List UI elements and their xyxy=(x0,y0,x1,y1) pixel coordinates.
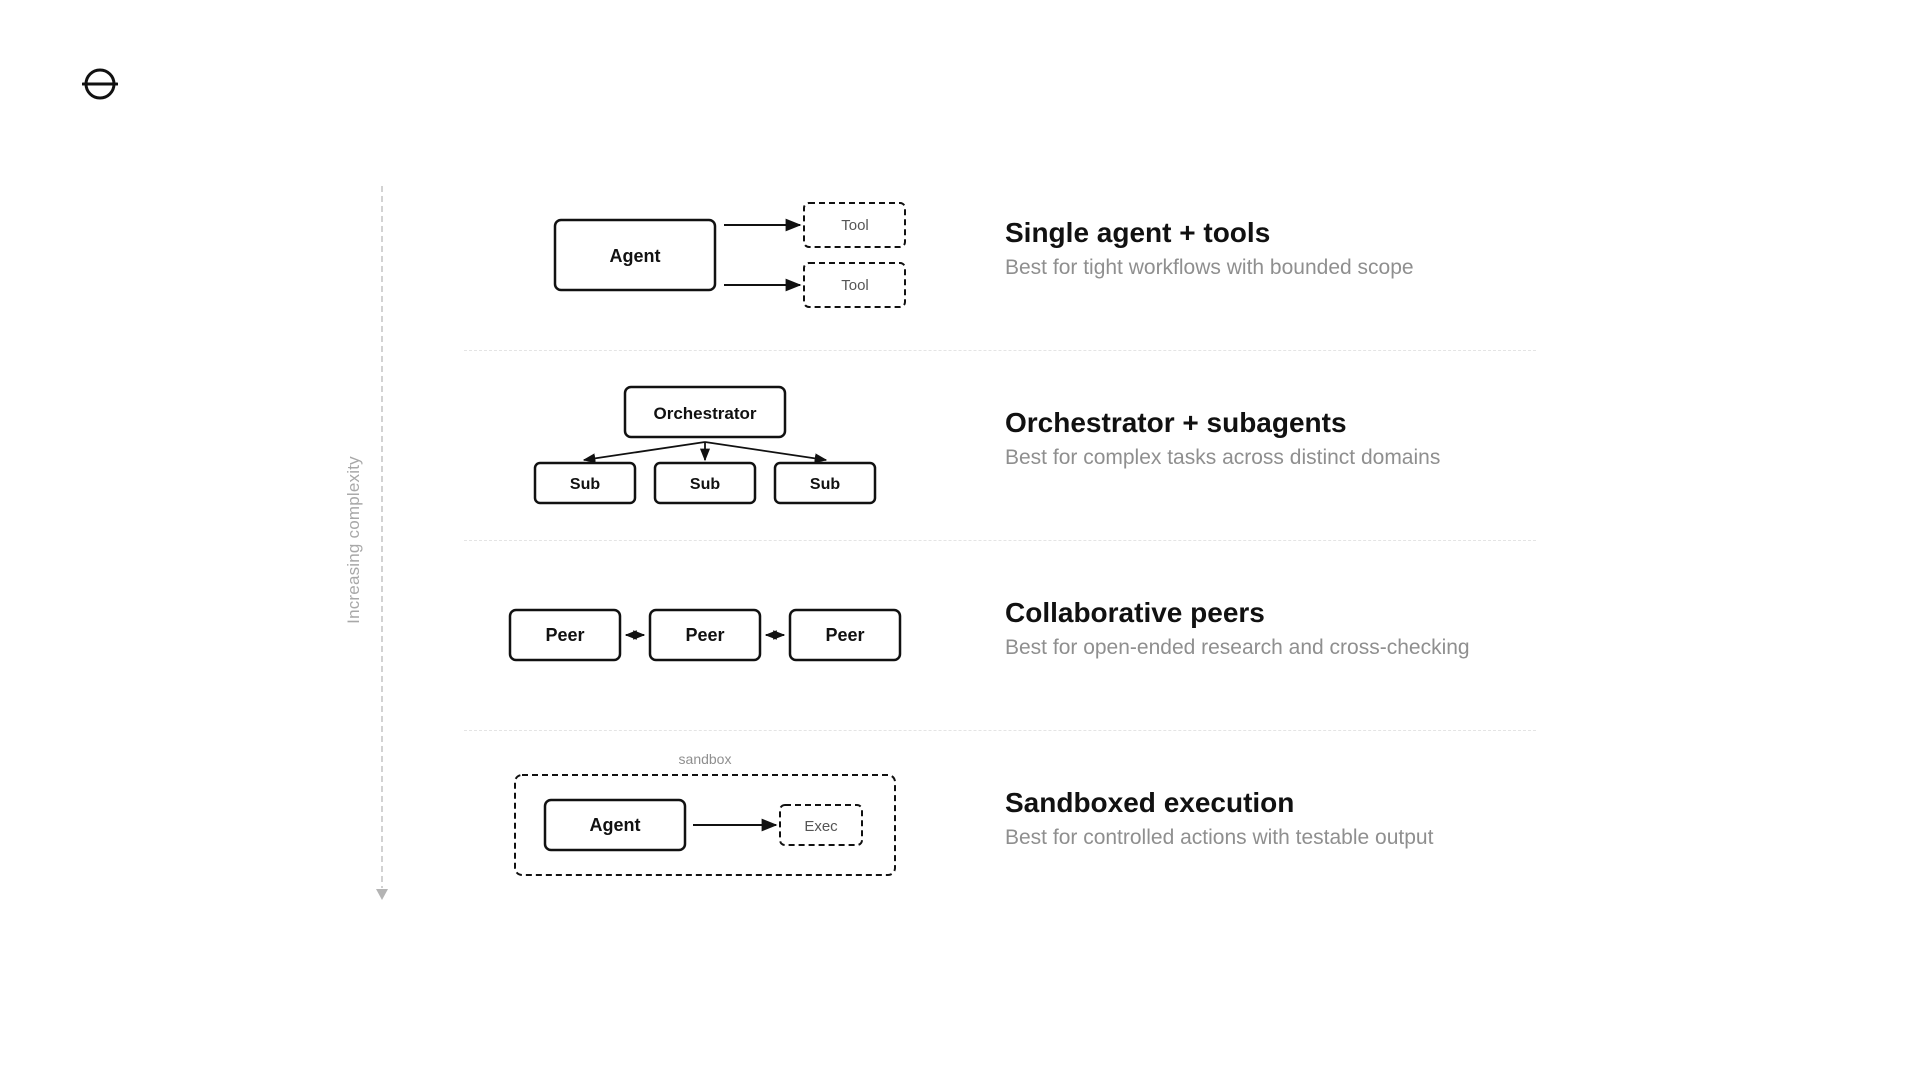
peer-node-1-label: Peer xyxy=(545,625,584,645)
sub-node-3: Sub xyxy=(773,461,877,505)
arrow-orchestrator-to-sub-1 xyxy=(582,441,706,464)
row-orchestrator-text: Orchestrator + subagents Best for comple… xyxy=(1005,406,1565,472)
peer-node-1: Peer xyxy=(508,608,622,662)
tool-node-2-label: Tool xyxy=(841,277,869,294)
diagram-single-agent: Agent Tool Tool xyxy=(490,190,930,340)
row-divider xyxy=(464,350,1536,351)
sub-node-2: Sub xyxy=(653,461,757,505)
axis-arrow-down-icon xyxy=(376,889,388,900)
peer-node-2: Peer xyxy=(648,608,762,662)
row-description: Best for controlled actions with testabl… xyxy=(1005,826,1434,849)
agent-node: Agent xyxy=(543,798,687,852)
orchestrator-node-label: Orchestrator xyxy=(654,404,757,423)
sandbox-label: sandbox xyxy=(679,751,732,767)
row-divider xyxy=(464,730,1536,731)
logo xyxy=(81,66,119,102)
row-description: Best for complex tasks across distinct d… xyxy=(1005,446,1441,469)
row-divider xyxy=(464,540,1536,541)
agent-node-label: Agent xyxy=(610,246,661,266)
diagram-sandboxed-execution: sandbox Agent Exec xyxy=(490,745,930,895)
peer-node-3-label: Peer xyxy=(825,625,864,645)
circle-bar-logo-icon xyxy=(81,68,119,100)
exec-node: Exec xyxy=(779,804,863,846)
row-title: Sandboxed execution xyxy=(1005,787,1295,818)
row-peers-text: Collaborative peers Best for open-ended … xyxy=(1005,596,1565,662)
sandbox-boundary xyxy=(514,774,896,876)
complexity-axis xyxy=(372,184,392,904)
tool-node-2: Tool xyxy=(803,262,906,308)
row-single-agent-text: Single agent + tools Best for tight work… xyxy=(1005,216,1565,282)
peer-node-3: Peer xyxy=(788,608,902,662)
axis-label-text: Increasing complexity xyxy=(344,456,363,624)
row-description: Best for open-ended research and cross-c… xyxy=(1005,636,1470,659)
diagram-collaborative-peers: Peer Peer Peer xyxy=(490,570,930,720)
exec-node-label: Exec xyxy=(804,818,838,835)
agent-node-label: Agent xyxy=(590,815,641,835)
diagram-orchestrator: Orchestrator Sub Sub Sub xyxy=(490,380,930,530)
sub-node-3-label: Sub xyxy=(810,476,840,493)
orchestrator-node: Orchestrator xyxy=(623,385,787,439)
tool-node-1-label: Tool xyxy=(841,217,869,234)
tool-node-1: Tool xyxy=(803,202,906,248)
arrow-orchestrator-to-sub-3 xyxy=(704,441,828,464)
sub-node-1: Sub xyxy=(533,461,637,505)
peer-node-2-label: Peer xyxy=(685,625,724,645)
row-title: Orchestrator + subagents xyxy=(1005,407,1347,438)
agent-node: Agent xyxy=(553,218,717,292)
sub-node-1-label: Sub xyxy=(570,476,600,493)
sub-node-2-label: Sub xyxy=(690,476,720,493)
row-sandboxed-text: Sandboxed execution Best for controlled … xyxy=(1005,786,1565,852)
row-title: Collaborative peers xyxy=(1005,597,1265,628)
row-title: Single agent + tools xyxy=(1005,217,1271,248)
row-description: Best for tight workflows with bounded sc… xyxy=(1005,256,1414,279)
